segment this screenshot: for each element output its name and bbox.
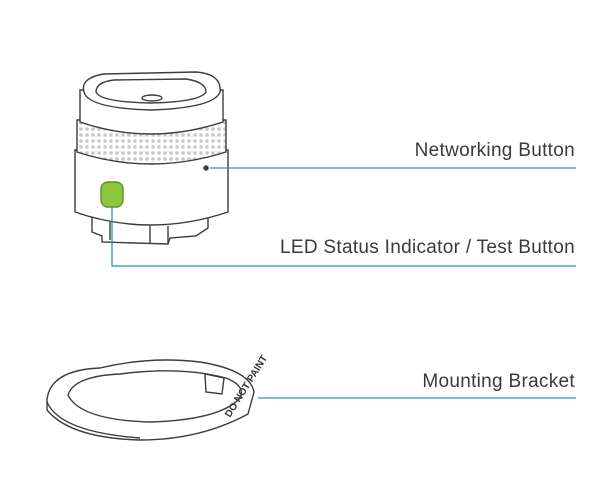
smoke-detector [74,71,229,245]
mounting-bracket: DO NOT PAINT [46,354,270,441]
leader-lines [111,167,576,399]
mounting-bracket-label: Mounting Bracket [422,371,575,392]
bracket-tab [204,373,225,395]
led-status-label: LED Status Indicator / Test Button [279,237,575,258]
networking-button[interactable] [203,165,209,171]
bracket-inner-rim [67,370,243,423]
led-status-test-button[interactable] [100,181,124,208]
led-leader-line [111,207,576,267]
detector-top-vent [141,94,163,102]
networking-button-label: Networking Button [414,140,575,161]
